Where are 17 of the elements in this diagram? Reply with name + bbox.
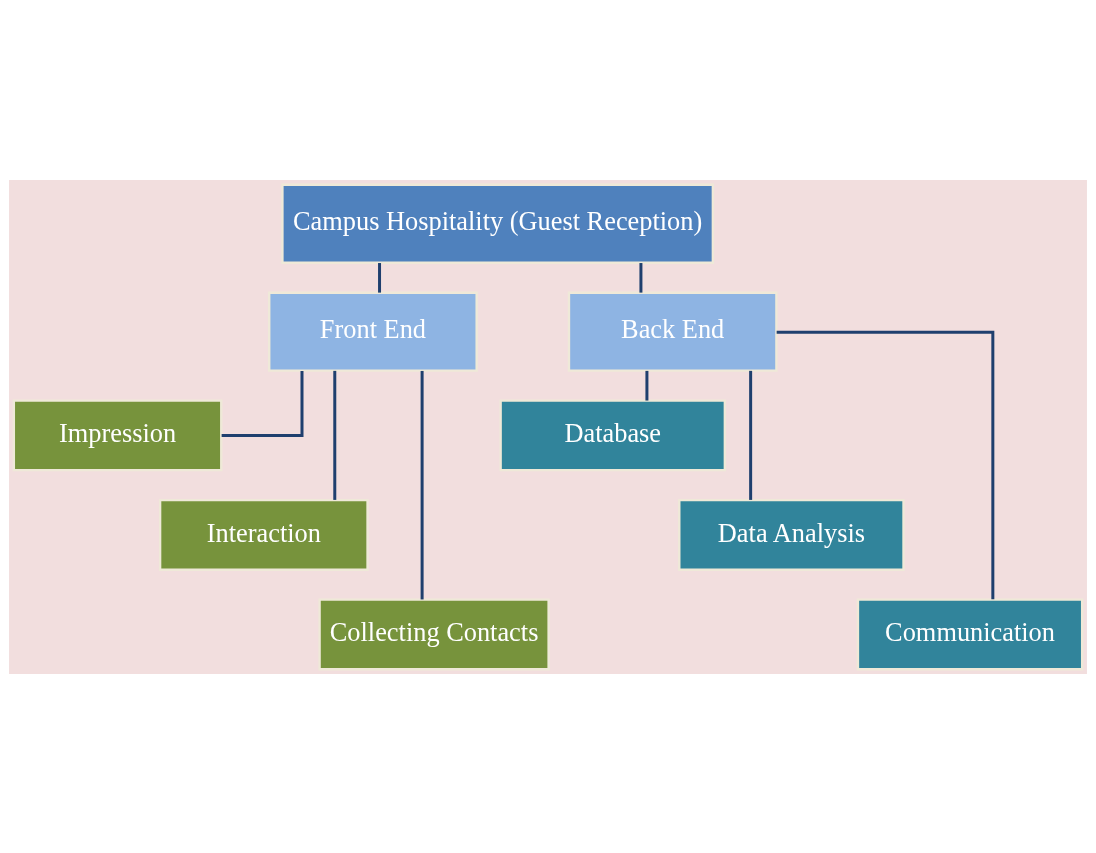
node-box: Database <box>499 398 727 471</box>
connector <box>749 370 753 500</box>
connector <box>221 370 304 437</box>
connector <box>333 370 337 500</box>
connector <box>378 262 382 293</box>
node-box: Communication <box>856 597 1084 670</box>
node-box: Impression <box>12 398 223 471</box>
connector <box>639 262 643 293</box>
connector <box>420 370 424 599</box>
node-box: Interaction <box>158 498 369 571</box>
node-box: Collecting Contacts <box>318 597 550 670</box>
connector <box>645 370 649 401</box>
node-box: Back End <box>567 291 778 372</box>
connector <box>776 330 995 599</box>
node-box: Campus Hospitality (Guest Reception) <box>281 183 715 264</box>
node-box: Data Analysis <box>678 498 905 571</box>
node-box: Front End <box>268 291 478 372</box>
